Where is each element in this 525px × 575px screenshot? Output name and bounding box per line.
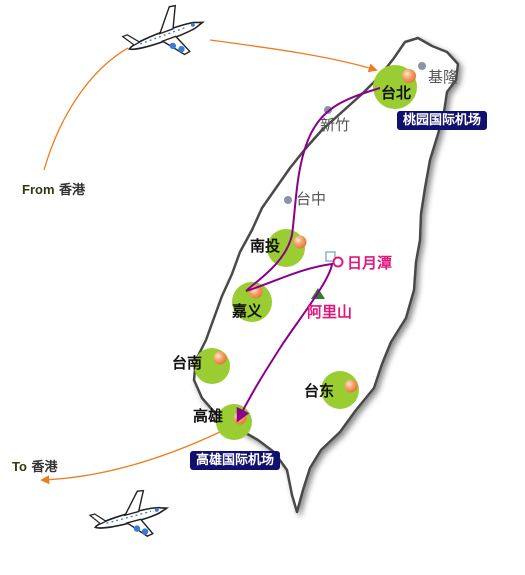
airport-badge-kaohsiung: 高雄国际机场 [190, 451, 281, 470]
city-label-chiayi: 嘉义 [232, 302, 263, 320]
inbound-flight-path-2 [209, 39, 378, 73]
taitung-city-circle-icon [321, 371, 359, 409]
airplane-icon [121, 4, 205, 56]
city-label-kaohsiung: 高雄 [193, 407, 224, 425]
airport-badge-taoyuan: 桃园国际机场 [397, 111, 488, 130]
keelung-dot [418, 62, 426, 70]
inbound-flight-path [43, 47, 129, 171]
route-label-from: From 香港 [22, 183, 85, 197]
lake-marker-icon [325, 251, 344, 268]
airplane-icon [88, 489, 170, 537]
city-label-nantou: 南投 [250, 237, 281, 255]
city-label-taitung: 台东 [304, 382, 335, 400]
taipei-city-circle-icon [373, 65, 417, 109]
outbound-flight-path [40, 431, 221, 485]
taiwan-island [192, 36, 460, 514]
city-label-keelung: 基隆 [428, 68, 459, 86]
label-sun-moon-lake: 日月潭 [347, 254, 393, 272]
taichung-dot [284, 196, 292, 204]
label-alishan: 阿里山 [307, 303, 353, 321]
route-label-to: To 香港 [12, 460, 57, 474]
nantou-city-circle-icon [267, 229, 307, 267]
route-from-word: From [22, 182, 55, 197]
tainan-city-circle-icon [194, 348, 230, 384]
route-from-place: 香港 [59, 183, 86, 198]
itinerary-path [236, 87, 381, 423]
city-label-hsinchu: 新竹 [320, 116, 351, 134]
route-to-word: To [12, 459, 27, 474]
city-label-taichung: 台中 [296, 190, 327, 208]
route-to-place: 香港 [31, 460, 58, 475]
city-label-tainan: 台南 [172, 354, 203, 372]
city-label-taipei: 台北 [381, 84, 412, 102]
